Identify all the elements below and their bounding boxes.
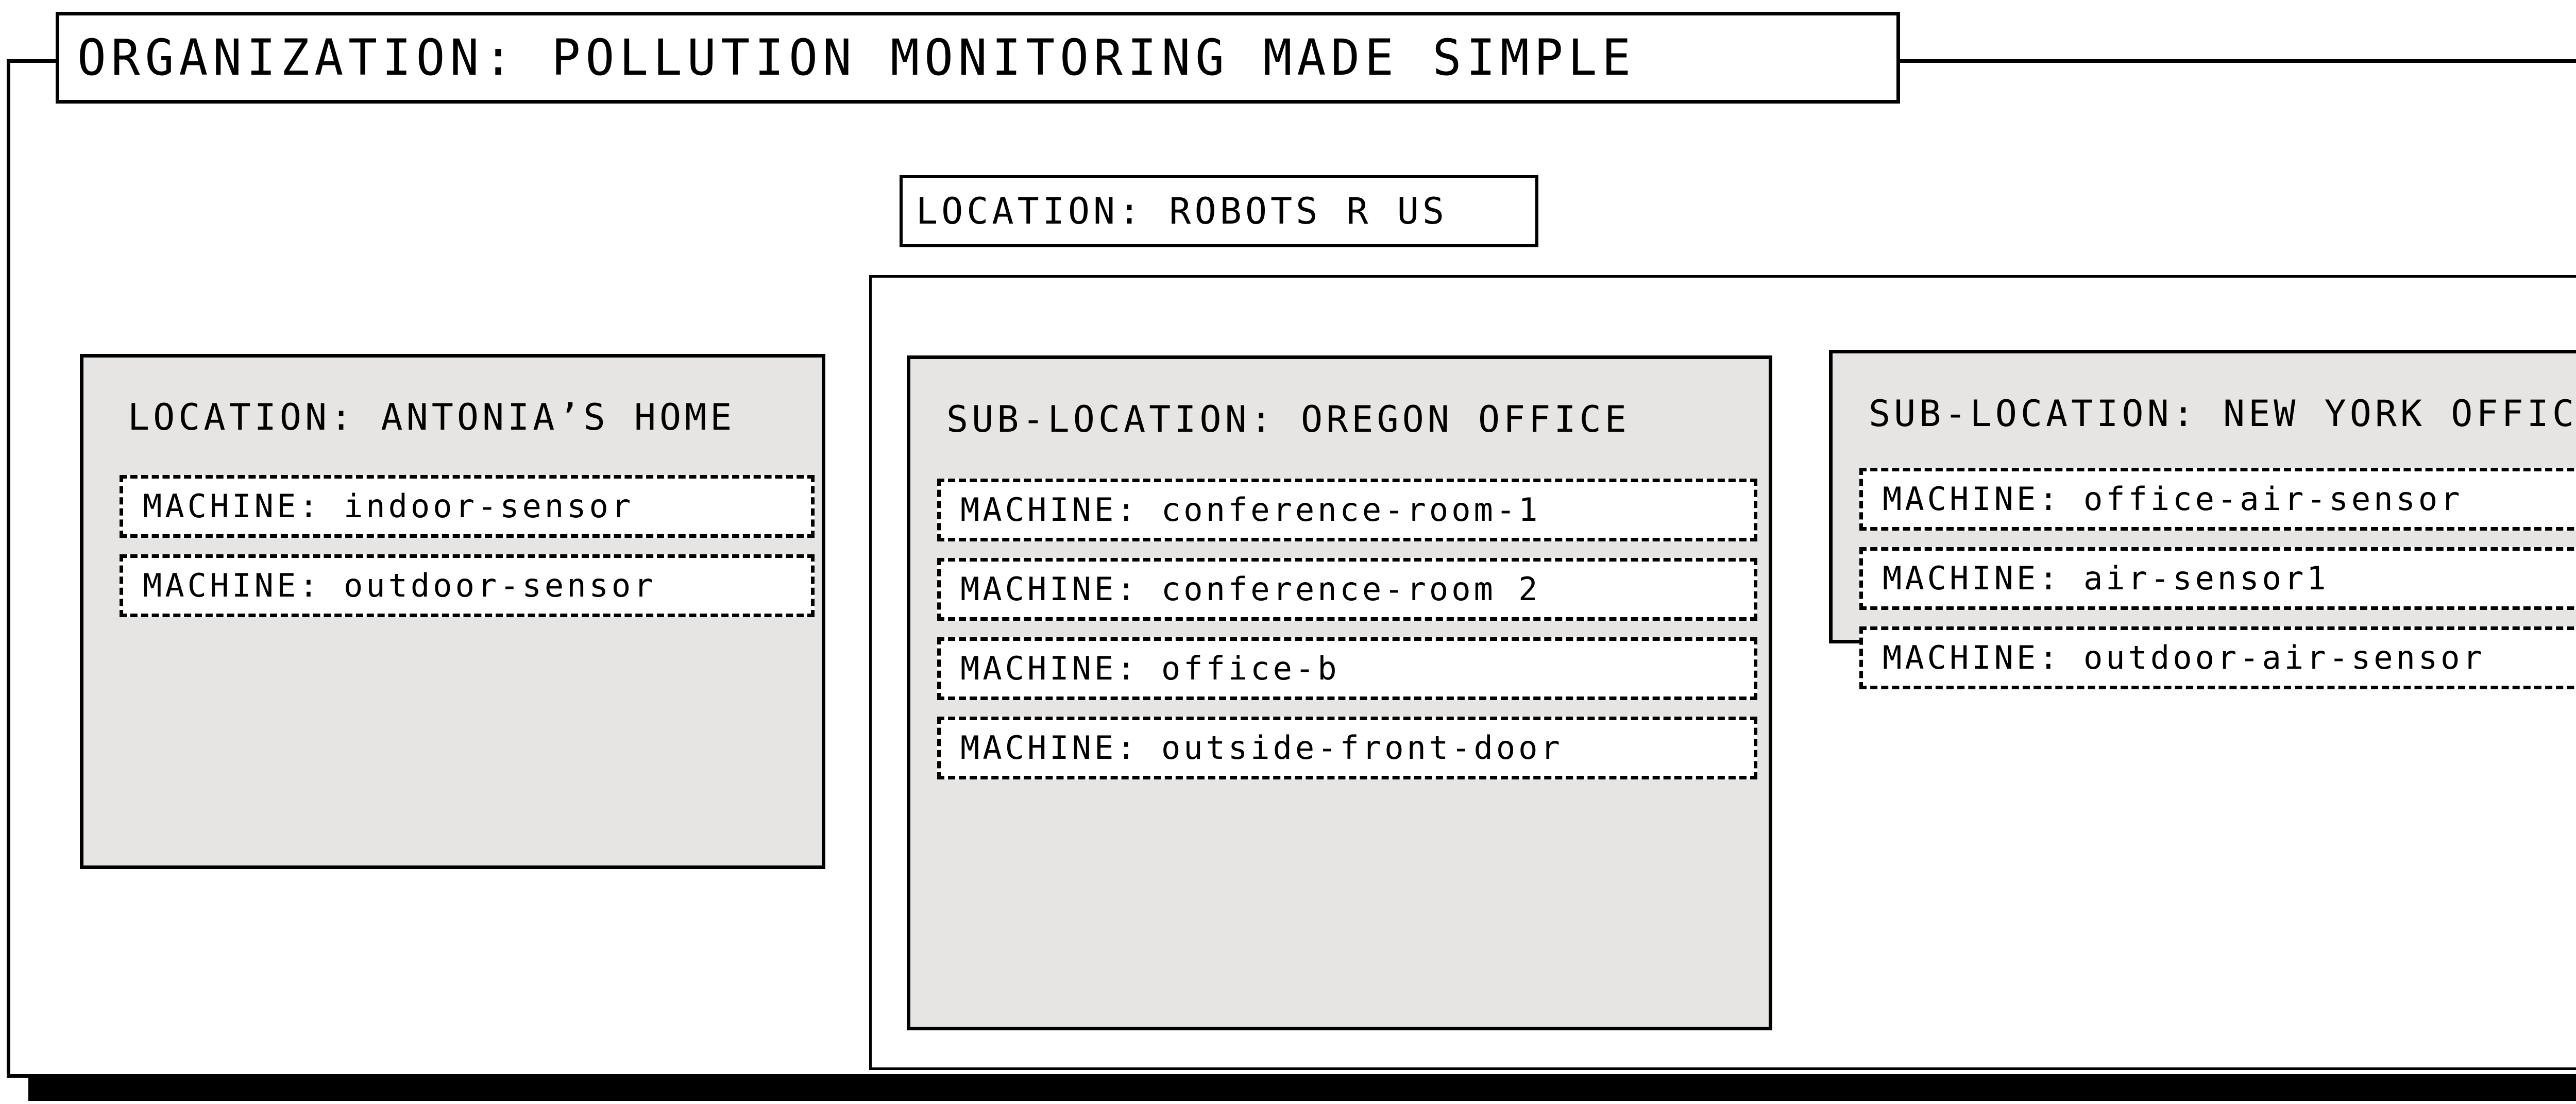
organization-title-chip: ORGANIZATION: POLLUTION MONITORING MADE …: [56, 12, 1900, 104]
location-title-chip-robots-r-us: LOCATION: ROBOTS R US: [900, 175, 1538, 247]
sub-location-panel-oregon-office: SUB-LOCATION: OREGON OFFICE MACHINE: con…: [907, 355, 1772, 1030]
sub-location-panel-new-york-office: SUB-LOCATION: NEW YORK OFFICE MACHINE: o…: [1829, 350, 2576, 689]
machine-list-new-york-office: MACHINE: office-air-sensor MACHINE: air-…: [1859, 468, 2576, 706]
machine-label: MACHINE: indoor-sensor: [143, 487, 634, 525]
sub-location-label-new-york-office: SUB-LOCATION: NEW YORK OFFICE: [1869, 393, 2576, 435]
machine-box[interactable]: MACHINE: air-sensor1: [1859, 547, 2576, 610]
machine-box[interactable]: MACHINE: indoor-sensor: [120, 475, 815, 538]
machine-box[interactable]: MACHINE: outside-front-door: [937, 717, 1757, 779]
organization-container: SUB-LOCATION: OREGON OFFICE MACHINE: con…: [7, 59, 2576, 1078]
machine-box[interactable]: MACHINE: office-air-sensor: [1859, 468, 2576, 531]
machine-label: MACHINE: outside-front-door: [960, 729, 1563, 767]
machine-label: MACHINE: office-air-sensor: [1883, 480, 2463, 518]
location-label-antonias-home: LOCATION: ANTONIA’S HOME: [128, 396, 736, 438]
machine-label: MACHINE: outdoor-air-sensor: [1883, 639, 2485, 676]
machine-label: MACHINE: air-sensor1: [1883, 559, 2329, 597]
machine-label: MACHINE: office-b: [960, 650, 1340, 687]
sub-location-label-oregon-office: SUB-LOCATION: OREGON OFFICE: [946, 398, 1630, 440]
machine-list-antonias-home: MACHINE: indoor-sensor MACHINE: outdoor-…: [120, 475, 815, 634]
machine-box[interactable]: MACHINE: conference-room 2: [937, 558, 1757, 621]
machine-box[interactable]: MACHINE: outdoor-air-sensor: [1859, 626, 2576, 689]
machine-label: MACHINE: outdoor-sensor: [143, 567, 656, 604]
location-title-robots-r-us: LOCATION: ROBOTS R US: [916, 190, 1448, 232]
machine-label: MACHINE: conference-room-1: [960, 491, 1541, 529]
machine-list-oregon-office: MACHINE: conference-room-1 MACHINE: conf…: [937, 479, 1757, 796]
machine-box[interactable]: MACHINE: outdoor-sensor: [120, 554, 815, 617]
machine-box[interactable]: MACHINE: office-b: [937, 637, 1757, 700]
machine-label: MACHINE: conference-room 2: [960, 570, 1541, 608]
machine-box[interactable]: MACHINE: conference-room-1: [937, 479, 1757, 541]
organization-title: ORGANIZATION: POLLUTION MONITORING MADE …: [77, 29, 1636, 87]
location-panel-antonias-home: LOCATION: ANTONIA’S HOME MACHINE: indoor…: [80, 354, 825, 869]
